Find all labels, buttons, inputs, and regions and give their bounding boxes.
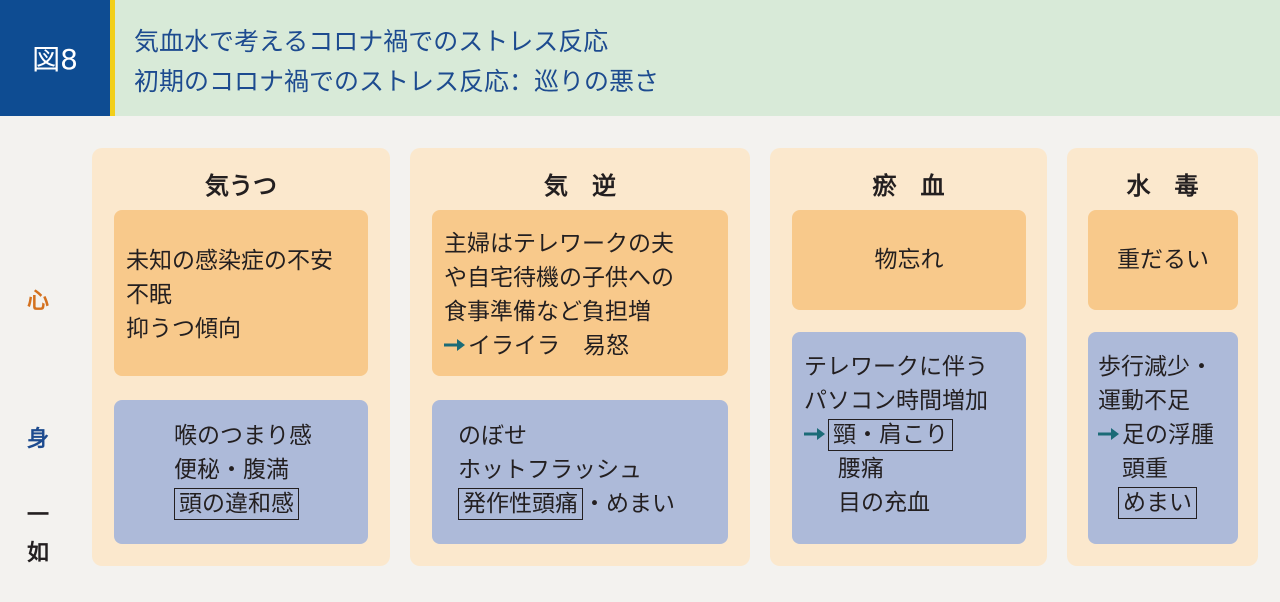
mind-text: 不眠 bbox=[126, 282, 172, 308]
body-text: 便秘・腹満 bbox=[174, 457, 289, 483]
mind-box-kiutsu: 未知の感染症の不安 不眠 抑うつ傾向 bbox=[114, 210, 368, 376]
mind-text: イライラ 易怒 bbox=[468, 333, 629, 359]
panel-title-oketsu: 瘀 血 bbox=[872, 172, 945, 200]
mind-box-oketsu: 物忘れ bbox=[792, 210, 1026, 310]
panel-title-kiutsu: 気うつ bbox=[205, 172, 277, 200]
panel-title-suidoku: 水 毒 bbox=[1126, 172, 1199, 200]
arrow-right-icon bbox=[1098, 427, 1120, 441]
body-text: 頭重 bbox=[1122, 456, 1168, 482]
panel-kigyaku: 気 逆 主婦はテレワークの夫 や自宅待機の子供への 食事準備など負担増 イライラ… bbox=[410, 148, 750, 566]
body-text: ・めまい bbox=[583, 491, 675, 517]
highlighted-symptom: めまい bbox=[1118, 487, 1197, 519]
side-label-kokoro: 心 bbox=[26, 289, 49, 314]
panel-suidoku: 水 毒 重だるい 歩行減少・ 運動不足 足の浮腫 頭重 めまい bbox=[1067, 148, 1258, 566]
mind-text: 抑うつ傾向 bbox=[126, 316, 241, 342]
highlighted-symptom: 頭の違和感 bbox=[174, 488, 299, 520]
mind-text: 物忘れ bbox=[874, 247, 944, 273]
mind-box-kigyaku: 主婦はテレワークの夫 や自宅待機の子供への 食事準備など負担増 イライラ 易怒 bbox=[432, 210, 728, 376]
body-text: 喉のつまり感 bbox=[174, 423, 312, 449]
mind-text: 未知の感染症の不安 bbox=[126, 248, 333, 274]
body-text: 目の充血 bbox=[838, 490, 930, 516]
mind-text: 重だるい bbox=[1117, 247, 1209, 273]
body-text: 運動不足 bbox=[1098, 388, 1190, 414]
header-banner: 図8 気血水で考えるコロナ禍でのストレス反応 初期のコロナ禍でのストレス反応：巡… bbox=[0, 0, 1280, 116]
panel-kiutsu: 気うつ 未知の感染症の不安 不眠 抑うつ傾向 喉のつまり感 便秘・腹満 頭の違和… bbox=[92, 148, 390, 566]
body-text: 腰痛 bbox=[838, 456, 884, 482]
arrow-right-icon bbox=[804, 427, 826, 441]
body-text: 足の浮腫 bbox=[1122, 422, 1214, 448]
panel-title-kigyaku: 気 逆 bbox=[544, 172, 616, 200]
mind-text: や自宅待機の子供への bbox=[444, 265, 674, 291]
panel-oketsu: 瘀 血 物忘れ テレワークに伴う パソコン時間増加 頸・肩こり 腰痛 目の充血 bbox=[770, 148, 1047, 566]
highlighted-symptom: 発作性頭痛 bbox=[458, 488, 583, 520]
mind-text: 食事準備など負担増 bbox=[444, 299, 651, 325]
figure-label: 図8 bbox=[0, 0, 110, 116]
side-label-mi: 身 bbox=[26, 427, 49, 452]
body-text: のぼせ bbox=[458, 423, 527, 449]
arrow-right-icon bbox=[444, 338, 466, 352]
body-text: 歩行減少・ bbox=[1098, 354, 1213, 380]
body-text: ホットフラッシュ bbox=[458, 457, 642, 483]
body-box-kigyaku: のぼせ ホットフラッシュ 発作性頭痛・めまい bbox=[432, 400, 728, 544]
mind-text: 主婦はテレワークの夫 bbox=[444, 231, 674, 257]
title-line-2: 初期のコロナ禍でのストレス反応：巡りの悪さ bbox=[134, 67, 660, 96]
side-label-ichi: 一 bbox=[26, 503, 49, 528]
side-label-nyo: 如 bbox=[26, 541, 49, 566]
body-box-suidoku: 歩行減少・ 運動不足 足の浮腫 頭重 めまい bbox=[1088, 332, 1238, 544]
body-text: テレワークに伴う bbox=[804, 354, 988, 380]
mind-box-suidoku: 重だるい bbox=[1088, 210, 1238, 310]
body-box-oketsu: テレワークに伴う パソコン時間増加 頸・肩こり 腰痛 目の充血 bbox=[792, 332, 1026, 544]
title-line-1: 気血水で考えるコロナ禍でのストレス反応 bbox=[134, 27, 609, 56]
figure-label-stripe bbox=[110, 0, 115, 116]
body-box-kiutsu: 喉のつまり感 便秘・腹満 頭の違和感 bbox=[114, 400, 368, 544]
highlighted-symptom: 頸・肩こり bbox=[828, 419, 953, 451]
body-text: パソコン時間増加 bbox=[804, 388, 988, 414]
